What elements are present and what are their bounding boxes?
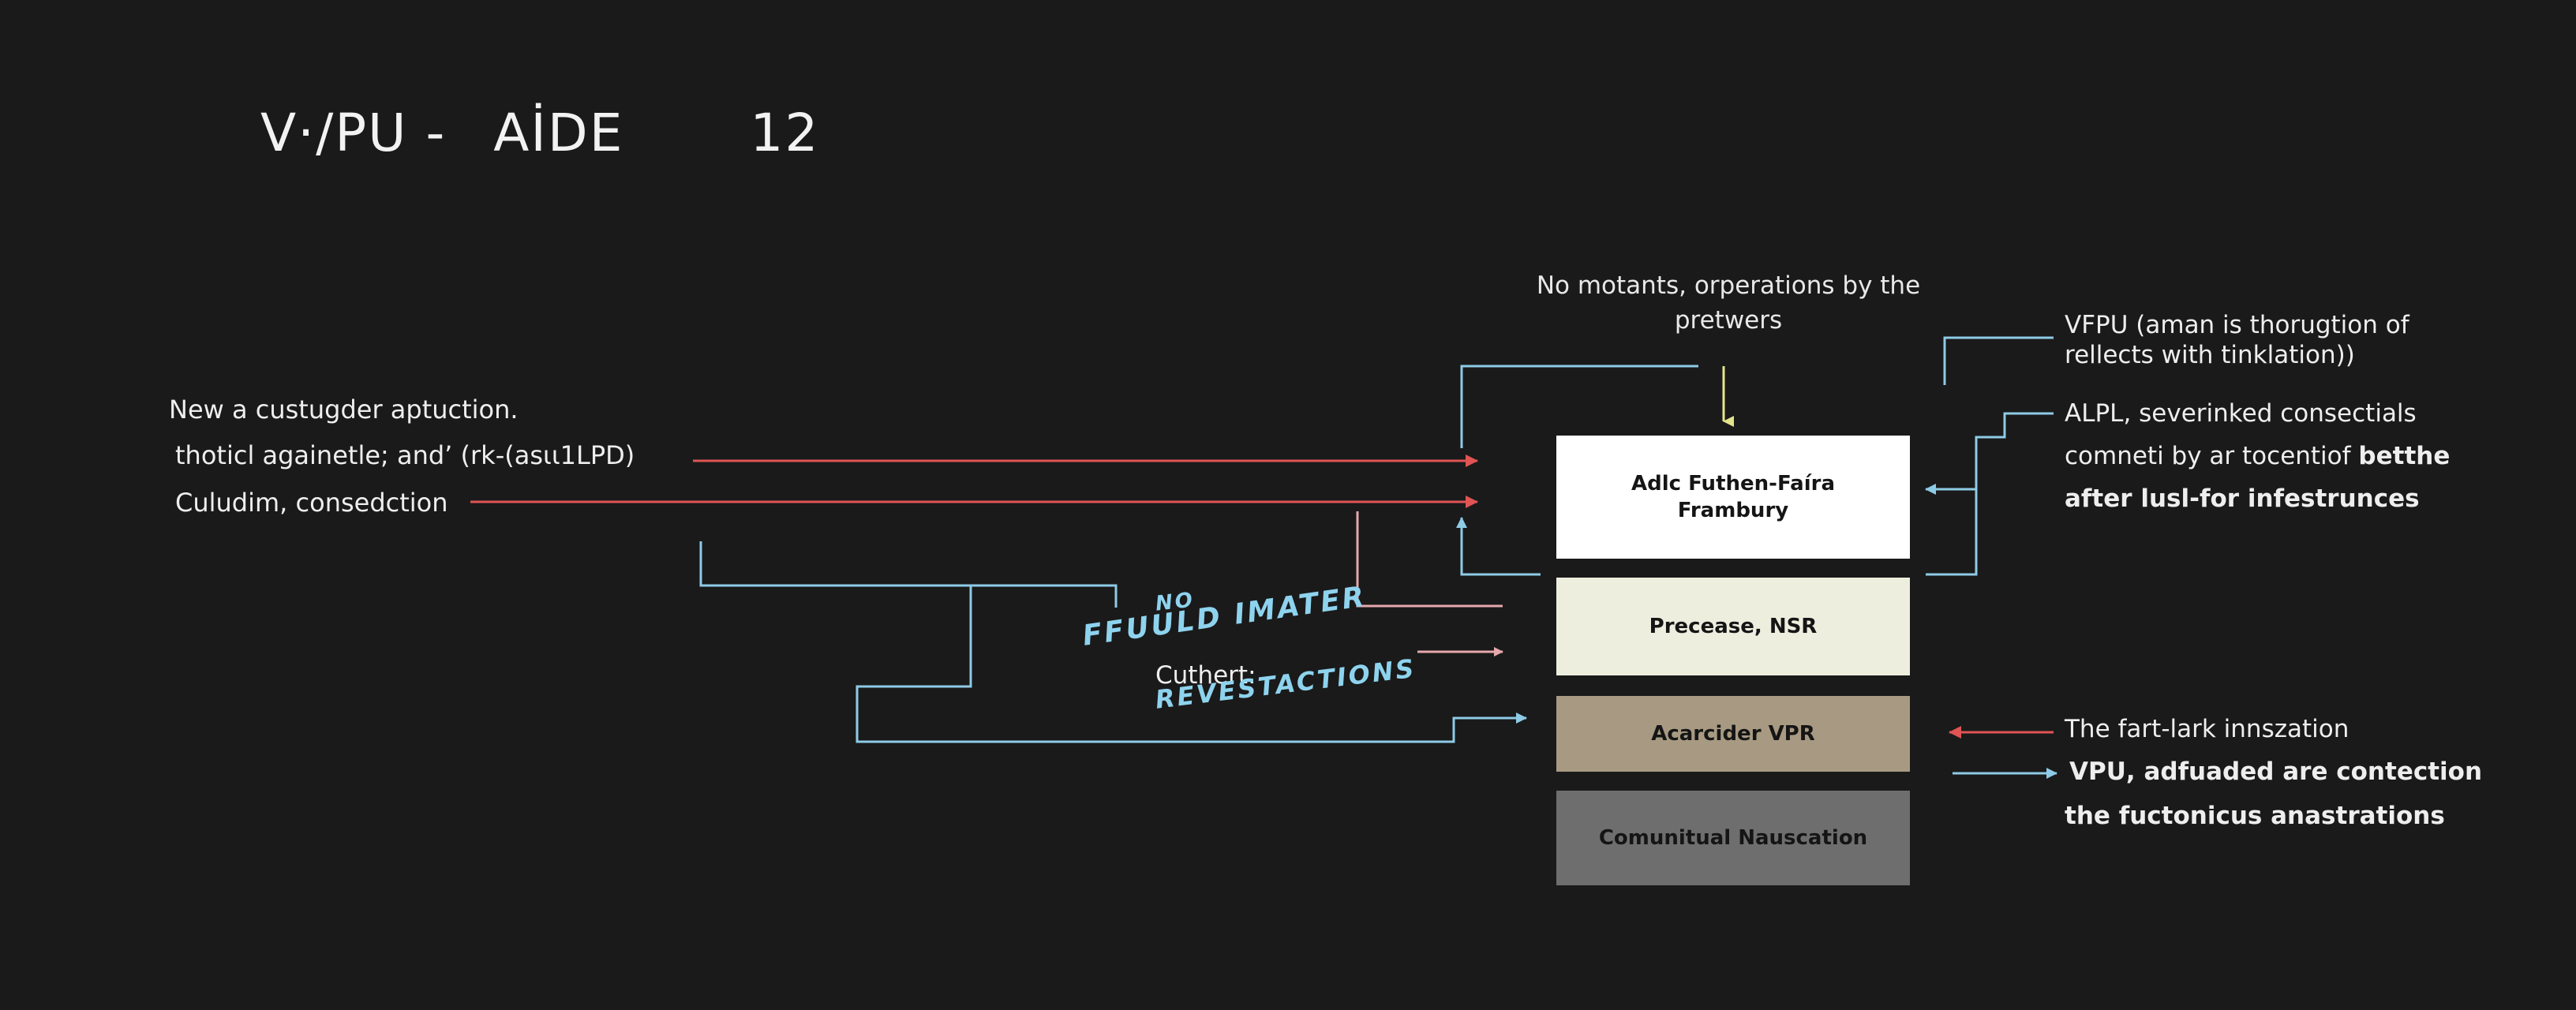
right-lower-line-2: VPU, adfuaded are contection (2069, 758, 2483, 786)
top-note: No motants, orperations by the pretwers (1536, 271, 1921, 335)
left-text-3: Culudim, consedction (175, 488, 448, 518)
diagram-box-4-label: Comunitual Nauscation (1598, 826, 1868, 850)
right-lower-line-1: The fart-lark innszation (2065, 715, 2349, 743)
blue-connector-lower-2 (856, 585, 1527, 743)
title-part-1: V·/PU - (260, 103, 447, 163)
cuthert-label: Cuthert: (1155, 661, 1256, 690)
right-middle-line-2: comneti by ar tocentiof betthe (2065, 439, 2450, 473)
diagram-box-1[interactable]: Adlc Futhen-Faíra Frambury (1556, 436, 1910, 559)
right-middle-line-2-b: betthe (2358, 442, 2451, 470)
diagram-box-1-label: Adlc Futhen-Faíra Frambury (1631, 472, 1836, 522)
diagram-box-3-label: Acarcider VPR (1651, 722, 1815, 746)
blue-connector-lower-1 (699, 541, 1118, 608)
right-lower-line-3: the fuctonicus anastrations (2065, 802, 2445, 830)
diagram-box-2-label: Precease, NSR (1649, 615, 1818, 638)
title-part-3: 12 (750, 103, 820, 163)
right-middle-line-1: ALPL, severinked consectials (2065, 399, 2417, 428)
left-text-2: thoticl againetle; and’ (rk-(asιι1LPD) (175, 440, 635, 470)
right-upper-line-2: rellects with tinklation)) (2065, 341, 2355, 369)
page-title: V·/PU - AİDE 12 (260, 103, 819, 163)
right-middle-line-2-a: comneti by ar tocentiof (2065, 442, 2359, 470)
blue-connector-loop (1456, 517, 1541, 576)
right-upper-line-1: VFPU (aman is thorugtion of (2065, 311, 2409, 339)
blue-connector-right-upper (1943, 336, 2054, 385)
pink-connector (1356, 511, 1503, 608)
blue-connector-top (1460, 365, 1698, 448)
blue-connector-right-bracket (1926, 412, 2054, 576)
left-text-1: New a custugder aptuction. (169, 395, 519, 425)
right-middle-line-3: after lusl-for infestrunces (2065, 484, 2420, 513)
title-part-2: AİDE (493, 103, 624, 163)
diagram-box-3[interactable]: Acarcider VPR (1556, 696, 1910, 772)
diagram-box-2[interactable]: Precease, NSR (1556, 578, 1910, 675)
diagram-box-4[interactable]: Comunitual Nauscation (1556, 791, 1910, 885)
